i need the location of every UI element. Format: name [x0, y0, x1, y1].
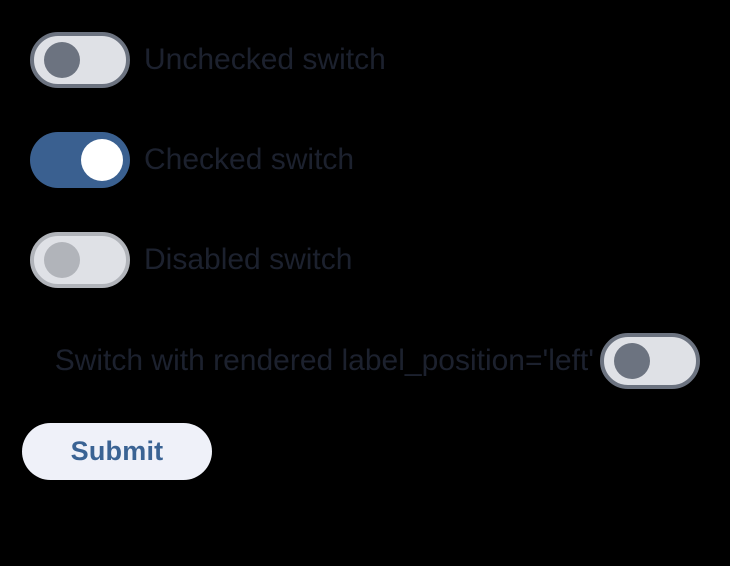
switch-knob [44, 242, 80, 278]
label-left-switch-toggle[interactable] [600, 333, 700, 389]
switch-knob [44, 42, 80, 78]
switch-row-unchecked: Unchecked switch [30, 32, 386, 88]
switch-knob [614, 343, 650, 379]
switch-row-label-left: Switch with rendered label_position='lef… [22, 333, 700, 389]
switch-row-checked: Checked switch [30, 132, 354, 188]
unchecked-switch-toggle[interactable] [30, 32, 130, 88]
checked-switch-toggle[interactable] [30, 132, 130, 188]
switch-knob [81, 139, 123, 181]
label-left-switch-label: Switch with rendered label_position='lef… [54, 344, 594, 377]
submit-button[interactable]: Submit [22, 423, 212, 480]
disabled-switch-toggle [30, 232, 130, 288]
disabled-switch-label: Disabled switch [144, 243, 353, 276]
checked-switch-label: Checked switch [144, 143, 355, 176]
unchecked-switch-label: Unchecked switch [144, 43, 386, 76]
switch-row-disabled: Disabled switch [30, 232, 352, 288]
